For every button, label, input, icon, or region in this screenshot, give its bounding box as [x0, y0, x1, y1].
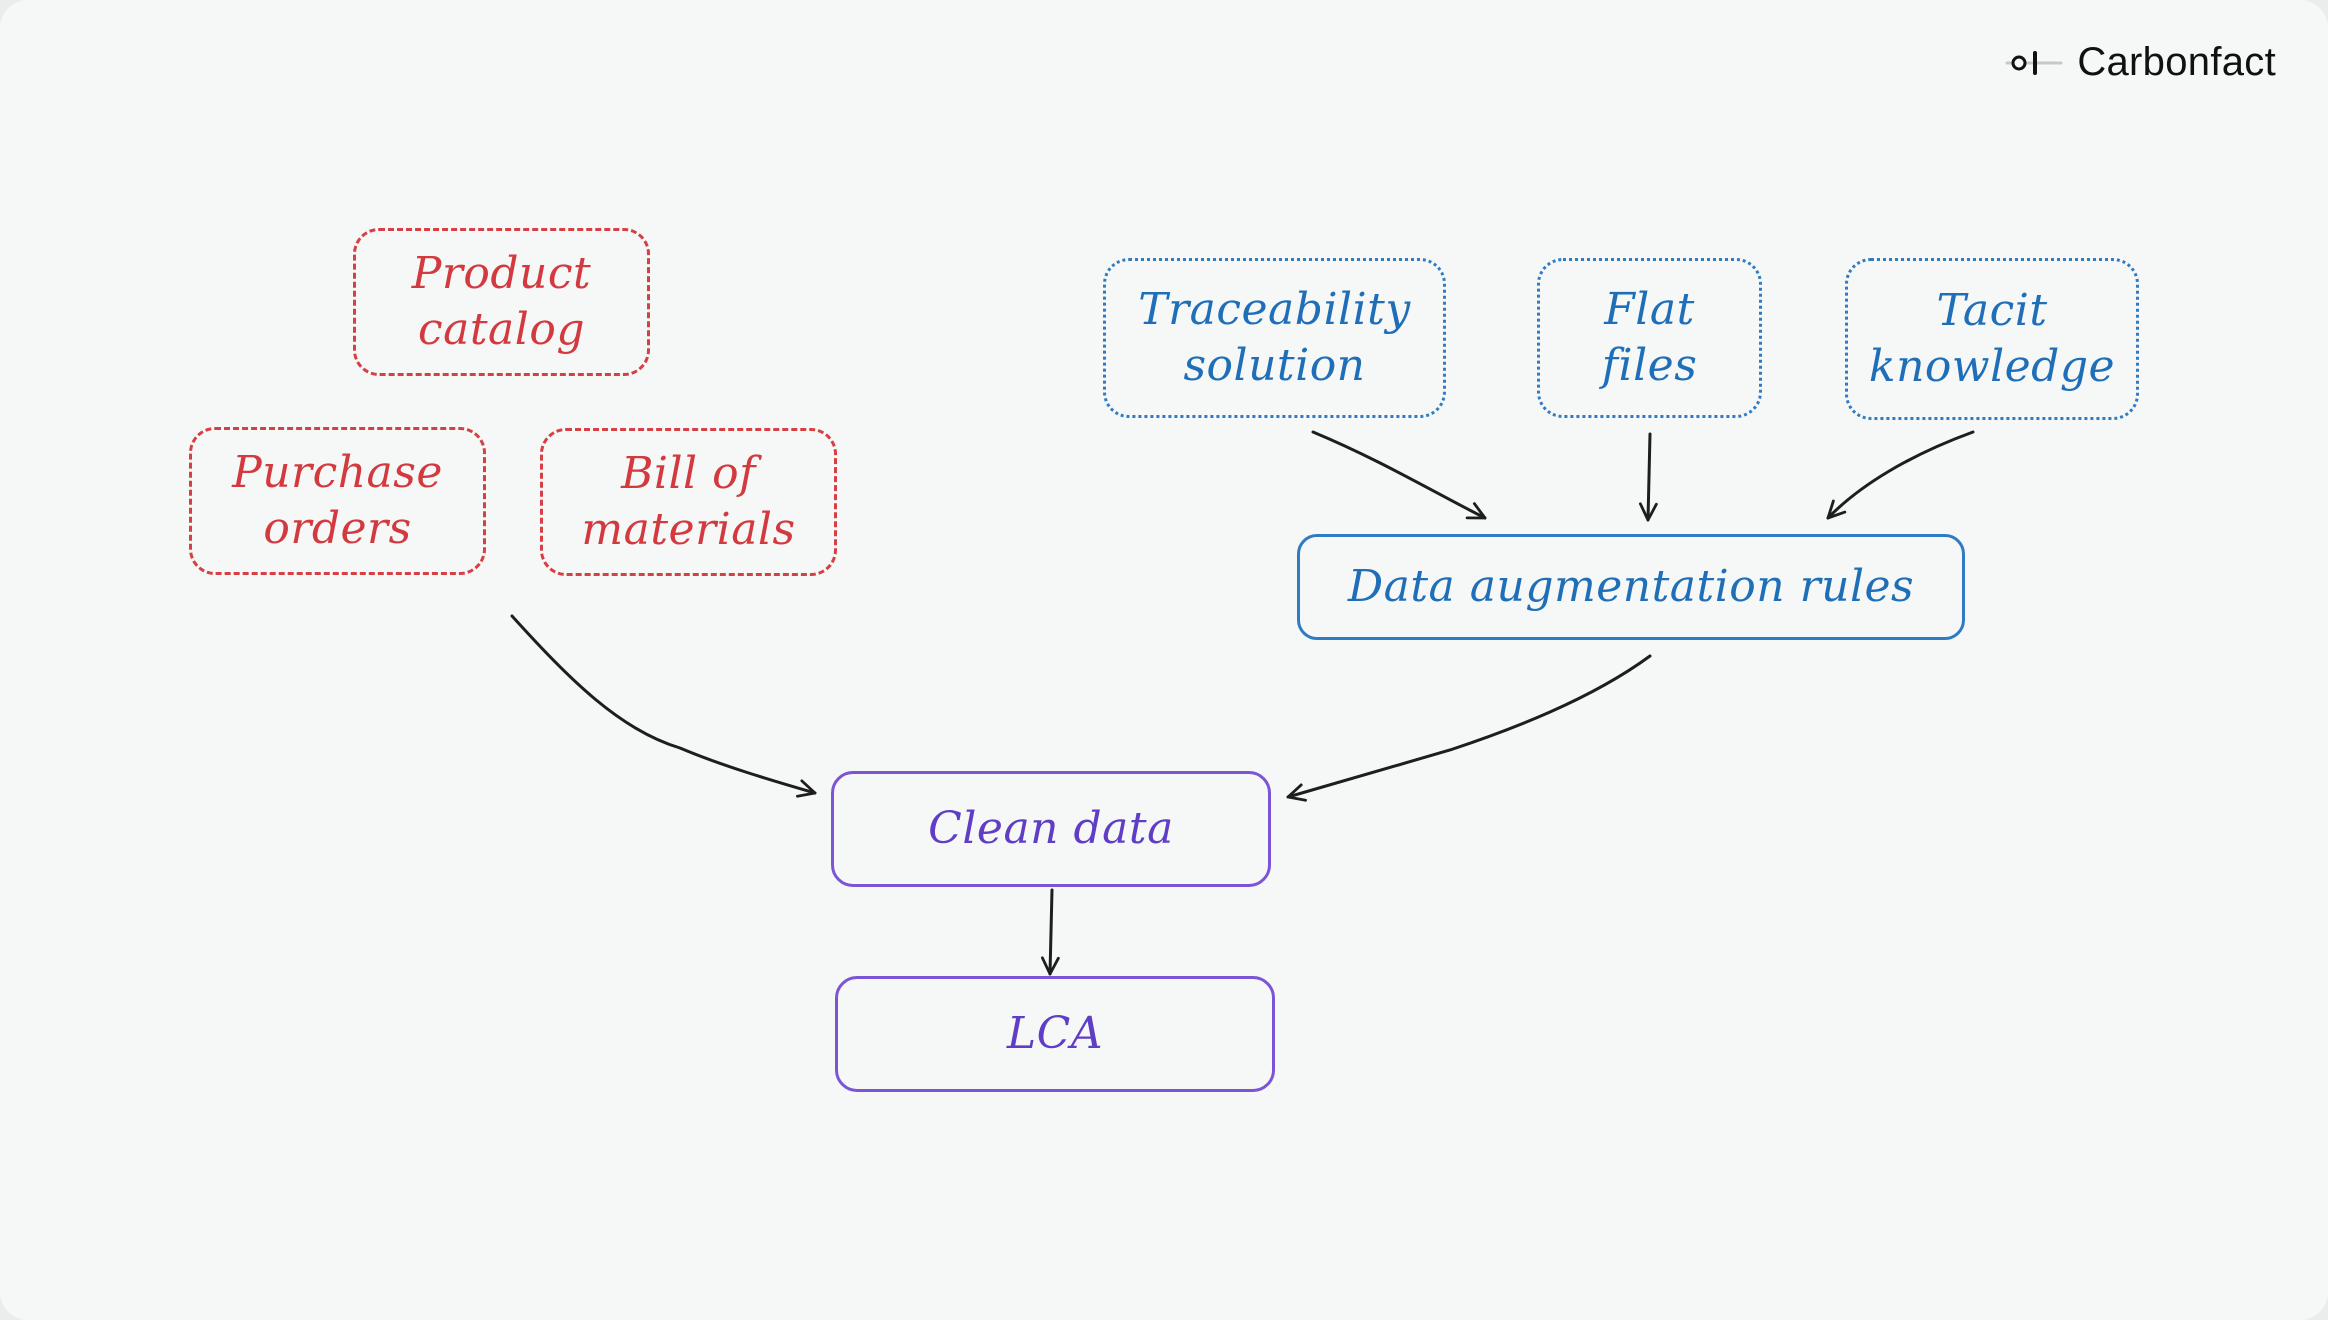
arrow-augmentation-to-clean-data [1286, 654, 1652, 802]
lca-label: LCA [1006, 1008, 1104, 1059]
arrow-raw-to-clean-data [510, 614, 817, 798]
clean-data-label: Clean data [928, 803, 1174, 854]
data-augmentation-rules-node: Data augmentation rules [1297, 534, 1965, 640]
purchase-orders-node: Purchase orders [189, 427, 486, 575]
arrow-flat-files-to-augmentation [1638, 432, 1658, 522]
traceability-solution-node: Traceability solution [1103, 258, 1446, 418]
data-augmentation-rules-label: Data augmentation rules [1347, 561, 1915, 612]
arrow-clean-data-to-lca [1040, 888, 1060, 976]
purchase-orders-line-2: orders [263, 503, 412, 554]
product-catalog-line-2: catalog [417, 304, 586, 355]
clean-data-node: Clean data [831, 771, 1271, 887]
lca-node: LCA [835, 976, 1275, 1092]
bill-of-materials-line-1: Bill of [621, 448, 756, 499]
arrow-traceability-to-augmentation [1311, 430, 1487, 520]
flat-files-line-2: files [1601, 340, 1698, 391]
brand-name: Carbonfact [2077, 40, 2276, 84]
traceability-solution-line-1: Traceability [1138, 284, 1411, 335]
purchase-orders-line-1: Purchase [232, 447, 443, 498]
bill-of-materials-line-2: materials [581, 504, 796, 555]
flat-files-line-1: Flat [1604, 284, 1695, 335]
arrow-tacit-to-augmentation [1826, 430, 1975, 520]
tacit-knowledge-line-1: Tacit [1936, 285, 2048, 336]
product-catalog-line-1: Product [411, 248, 592, 299]
carbonfact-logo-icon [2005, 50, 2063, 75]
product-catalog-node: Product catalog [353, 228, 650, 376]
tacit-knowledge-line-2: knowledge [1868, 341, 2116, 392]
bill-of-materials-node: Bill of materials [540, 428, 837, 576]
brand-logo: Carbonfact [2005, 40, 2276, 85]
traceability-solution-line-2: solution [1183, 340, 1366, 391]
tacit-knowledge-node: Tacit knowledge [1845, 258, 2139, 420]
flat-files-node: Flat files [1537, 258, 1762, 418]
